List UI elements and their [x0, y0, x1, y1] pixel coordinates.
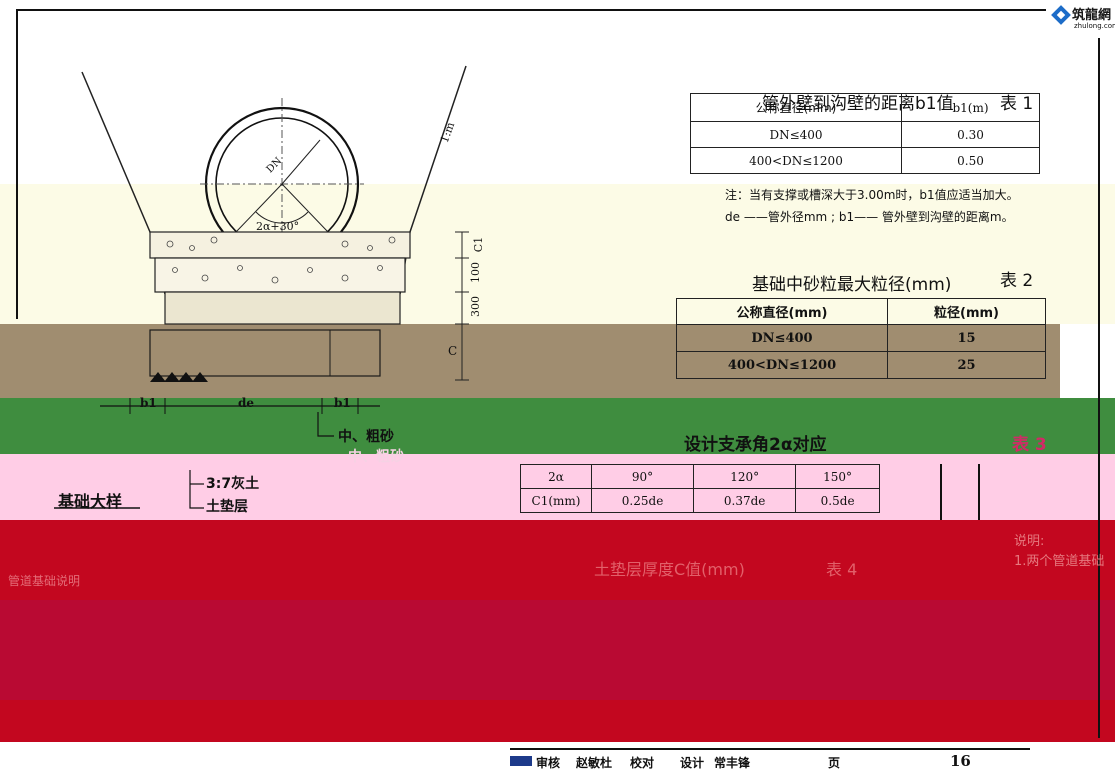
background-band-crimson	[0, 600, 1115, 700]
sheet-border-left	[16, 9, 18, 319]
layer-medium-coarse-sand-2: 中、粗砂	[348, 449, 404, 465]
divider-line	[940, 464, 942, 520]
layer-lime-soil: 3:7灰土	[206, 476, 260, 492]
dim-300-label: 300	[469, 296, 482, 317]
table2-cell: 400<DN≤1200	[676, 351, 888, 379]
background-band-green	[0, 398, 1115, 454]
title-block-designer: 常丰锋	[714, 756, 751, 770]
table-row: C1(mm) 0.25de 0.37de 0.5de	[520, 488, 880, 513]
table3-title: 设计支承角2α对应	[684, 435, 827, 455]
title-block-checker: 赵敏杜	[576, 756, 613, 770]
dim-100-label: 100	[469, 262, 482, 283]
bottom-left-note: 管道基础说明	[8, 574, 81, 588]
table1-cell: 0.30	[901, 121, 1040, 148]
dim-de-label: de	[238, 396, 255, 410]
table-row: DN≤400 15	[676, 324, 1046, 352]
table2-header-diameter: 公称直径(mm)	[676, 298, 888, 325]
table3-label: 表 3	[1012, 435, 1047, 455]
table-row: 400<DN≤1200 0.50	[690, 147, 1040, 174]
table1-note-2: de ——管外径mm ; b1—— 管外壁到沟壁的距离m。	[725, 210, 1014, 224]
table3-cell: 2α	[520, 464, 592, 489]
pipe-foundation-drawing	[54, 65, 469, 509]
dim-b1-left-label: b1	[140, 396, 157, 410]
table1-header-b1: b1(m)	[901, 93, 1040, 122]
title-block-design: 设计	[680, 756, 705, 770]
sheet-border-top	[16, 9, 1046, 11]
angle-label: 2α+30°	[256, 220, 300, 233]
table2-cell: 25	[887, 351, 1046, 379]
table-row: DN≤400 0.30	[690, 121, 1040, 148]
table1-cell: DN≤400	[690, 121, 902, 148]
dim-c-label: C	[448, 344, 458, 358]
table2-title: 基础中砂粒最大粒径(mm)	[752, 275, 952, 295]
title-block-page-number: 16	[950, 752, 971, 770]
table-row: 2α 90° 120° 150°	[520, 464, 880, 489]
title-block-proof: 校对	[630, 756, 655, 770]
title-block-mark	[510, 756, 532, 766]
zhulong-logo: 筑龍網 zhulong.com	[1050, 2, 1115, 34]
table3-cell: C1(mm)	[520, 488, 592, 513]
table2-cell: DN≤400	[676, 324, 888, 352]
detail-title: 基础大样	[58, 492, 123, 511]
table1-header-diameter: 公称直径(mm)	[690, 93, 902, 122]
title-block: 审核 赵敏杜 校对 设计 常丰锋 页 16	[510, 748, 1030, 778]
table2-cell: 15	[887, 324, 1046, 352]
layer-medium-coarse-sand: 中、粗砂	[338, 429, 394, 445]
table3-cell: 0.25de	[590, 488, 695, 513]
table3: 2α 90° 120° 150° C1(mm) 0.25de 0.37de 0.…	[520, 464, 880, 513]
logo-mark-icon	[1051, 5, 1071, 25]
table3-cell: 0.5de	[795, 488, 880, 513]
table4-label: 表 4	[826, 560, 858, 579]
title-block-page-label: 页	[828, 756, 841, 770]
dim-b1-right-label: b1	[334, 396, 351, 410]
table1-cell: 400<DN≤1200	[690, 147, 902, 174]
side-notes-title: 说明:	[1014, 534, 1045, 549]
table-row: 400<DN≤1200 25	[676, 351, 1046, 379]
sheet-border-right	[1098, 38, 1100, 738]
logo-domain: zhulong.com	[1074, 22, 1115, 30]
table2-header-grain: 粒径(mm)	[887, 298, 1046, 325]
table3-cell: 120°	[693, 464, 797, 489]
table2-label: 表 2	[1000, 271, 1034, 291]
layer-soil-cushion: 土垫层	[206, 499, 248, 515]
divider-line	[978, 464, 980, 520]
side-notes-line1: 1.两个管道基础	[1014, 554, 1105, 569]
table3-cell: 150°	[795, 464, 880, 489]
table1: 公称直径(mm) b1(m) DN≤400 0.30 400<DN≤1200 0…	[690, 93, 1040, 174]
table3-cell: 90°	[590, 464, 695, 489]
table1-cell: 0.50	[901, 147, 1040, 174]
table1-note-1: 注：当有支撑或槽深大于3.00m时，b1值应适当加大。	[725, 188, 1019, 202]
table4-title: 土垫层厚度C值(mm)	[594, 560, 745, 579]
logo-brand: 筑龍網	[1072, 8, 1112, 23]
dim-c1-label: C1	[472, 236, 486, 253]
table2: 公称直径(mm) 粒径(mm) DN≤400 15 400<DN≤1200 25	[676, 298, 1046, 379]
title-block-check: 审核	[536, 756, 561, 770]
table3-cell: 0.37de	[693, 488, 797, 513]
